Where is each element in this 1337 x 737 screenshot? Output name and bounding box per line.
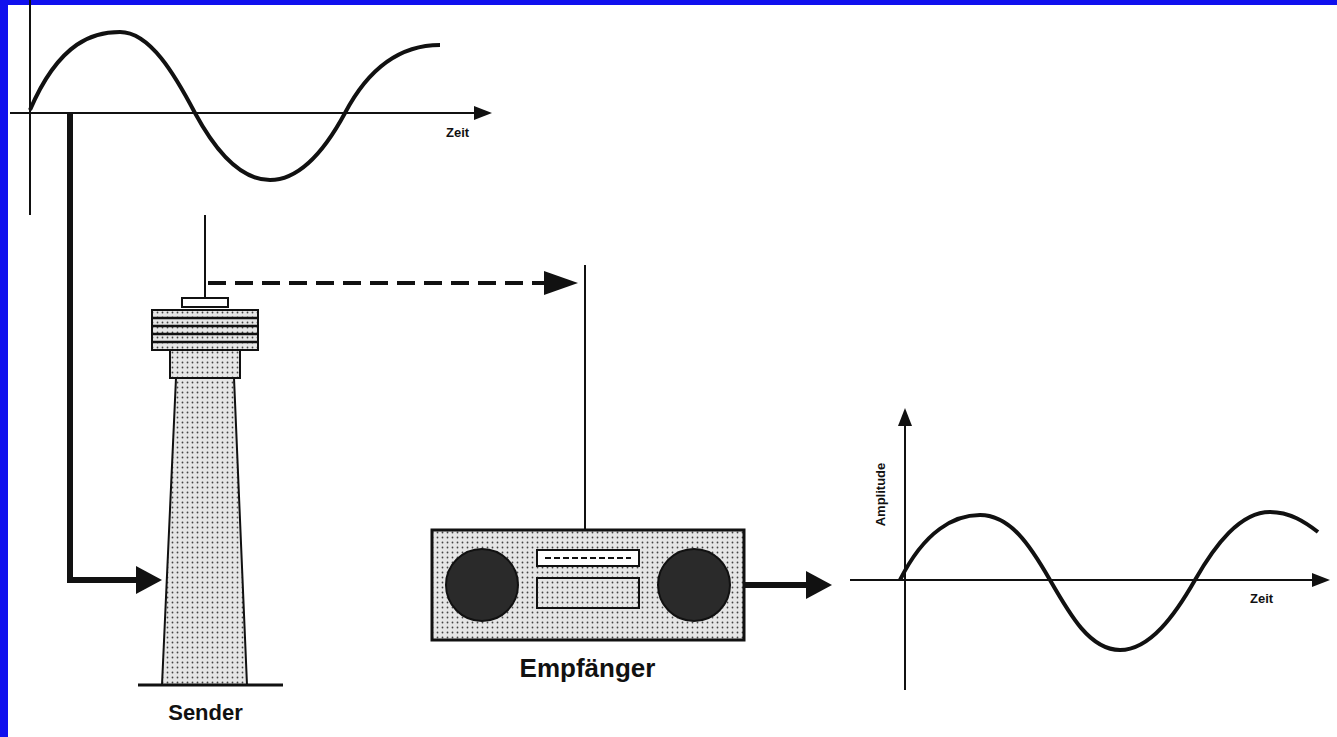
- antenna: [204, 215, 206, 298]
- sine-wave: [900, 512, 1318, 650]
- speaker: [658, 549, 730, 621]
- axis-line: [850, 579, 1315, 581]
- transmitter-tower-drawing: [128, 210, 283, 735]
- axis-label: Zeit: [1250, 591, 1273, 606]
- speaker: [446, 549, 518, 621]
- tower-drum: [152, 310, 258, 350]
- axis-line: [10, 112, 478, 114]
- radio-wave-arrow: [208, 271, 578, 295]
- axis-line: [904, 425, 906, 690]
- axis-arrow: [898, 408, 912, 426]
- tower-shaft: [162, 378, 247, 685]
- tower-neck: [170, 350, 240, 378]
- axis-label: Amplitude: [873, 445, 888, 545]
- axis-arrow: [474, 106, 492, 120]
- frame-bar: [0, 0, 8, 737]
- signal-arrow: [745, 582, 808, 588]
- receiver-radio-drawing: [425, 255, 750, 695]
- ground-line: [138, 684, 283, 687]
- radio-case: [432, 530, 744, 640]
- cassette-deck: [537, 578, 639, 608]
- radio-display: [537, 550, 639, 566]
- sine-wave: [30, 32, 440, 180]
- transmitter-tower: Sender: [124, 210, 287, 735]
- arrow-head: [544, 271, 578, 295]
- frame-bar: [0, 0, 1337, 5]
- tower-ring: [152, 333, 258, 336]
- tower-ring: [152, 317, 258, 320]
- node-label: Empfänger: [421, 653, 754, 684]
- signal-arrow: [806, 571, 832, 599]
- axis-arrow: [1312, 573, 1330, 587]
- node-label: Sender: [124, 700, 287, 726]
- tower-cap: [182, 298, 228, 307]
- tower-ring: [152, 341, 258, 344]
- receiver-radio: Empfänger: [421, 255, 754, 695]
- radio-scale: [545, 557, 631, 559]
- tower-ring: [152, 325, 258, 328]
- signal-arrow: [70, 113, 140, 580]
- antenna: [584, 265, 586, 530]
- signal-arrow: [136, 566, 162, 594]
- axis-label: Zeit: [446, 125, 469, 140]
- dashed-line: [208, 281, 546, 285]
